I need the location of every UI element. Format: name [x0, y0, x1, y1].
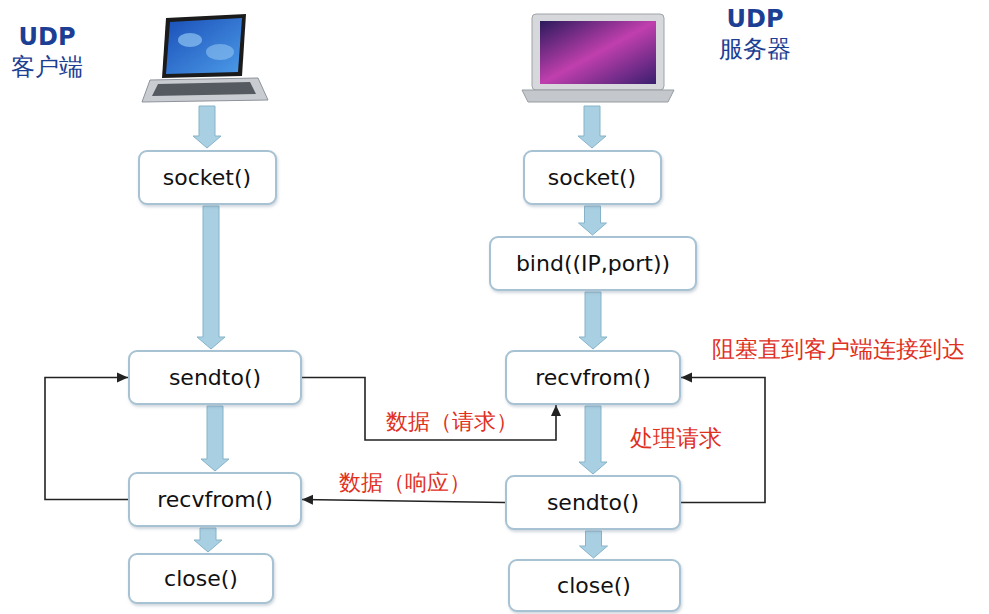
process-box: socket() [523, 150, 662, 205]
process-box: close() [128, 553, 274, 604]
server-laptop [522, 14, 674, 102]
client-laptop [142, 14, 268, 102]
data-arrow [45, 378, 128, 500]
side-title: UDP 客户端 [5, 22, 89, 82]
flow-arrow [194, 528, 222, 552]
function-name: recvfrom() [157, 487, 273, 512]
process-box: sendto() [505, 475, 681, 530]
function-name: sendto() [547, 490, 639, 515]
process-box: socket() [138, 150, 277, 205]
side-title: UDP 服务器 [713, 4, 797, 64]
function-name: close() [164, 566, 238, 591]
flow-arrow [579, 406, 607, 474]
function-name: recvfrom() [535, 365, 651, 390]
data-arrow [302, 500, 505, 503]
process-box: recvfrom() [505, 350, 681, 405]
function-name: close() [557, 573, 631, 598]
function-name: sendto() [169, 365, 261, 390]
function-name: socket() [548, 165, 636, 190]
function-name: socket() [163, 165, 251, 190]
flow-arrow [579, 206, 607, 235]
flow-arrow [580, 531, 608, 558]
flow-arrow [197, 206, 225, 349]
process-box: close() [508, 559, 681, 612]
edge-label: 处理请求 [627, 425, 725, 451]
process-box: bind((IP,port)) [489, 236, 697, 291]
edge-label: 阻塞直到客户端连接到达 [709, 336, 968, 362]
edge-label: 数据（响应） [336, 470, 474, 495]
process-box: sendto() [128, 350, 302, 405]
flow-arrow [578, 106, 606, 148]
flow-arrow [193, 106, 221, 148]
process-box: recvfrom() [128, 472, 302, 527]
function-name: bind((IP,port)) [516, 251, 670, 276]
flow-arrow [201, 406, 229, 471]
flow-arrow [579, 292, 607, 349]
edge-label: 数据（请求） [383, 409, 521, 434]
